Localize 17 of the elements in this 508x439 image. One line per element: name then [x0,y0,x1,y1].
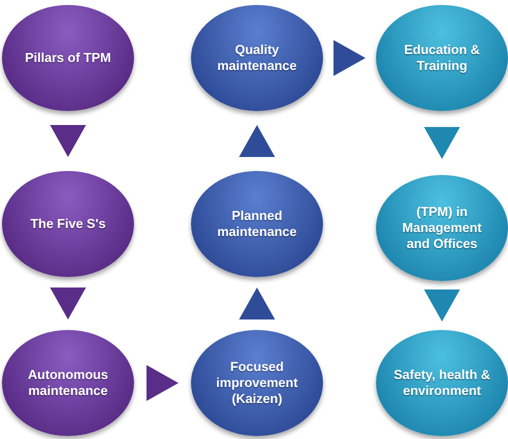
arrow [239,288,275,320]
arrow [50,288,86,320]
arrow [239,125,275,157]
node-label: Education & Training [403,42,481,74]
node-label: Planned maintenance [216,208,298,240]
node-label: Quality maintenance [216,42,298,74]
node-label: Safety, health & environment [392,366,492,400]
arrow [50,125,86,157]
node-label: The Five S's [30,216,106,232]
node-label: (TPM) in Management and Offices [401,204,483,252]
arrow [424,127,460,159]
arrow [146,365,178,401]
node-label: Focused improvement (Kaizen) [215,358,299,408]
arrow [334,40,366,76]
arrow [424,290,460,322]
node-label: Autonomous maintenance [26,366,110,400]
node-label: Pillars of TPM [25,50,111,66]
